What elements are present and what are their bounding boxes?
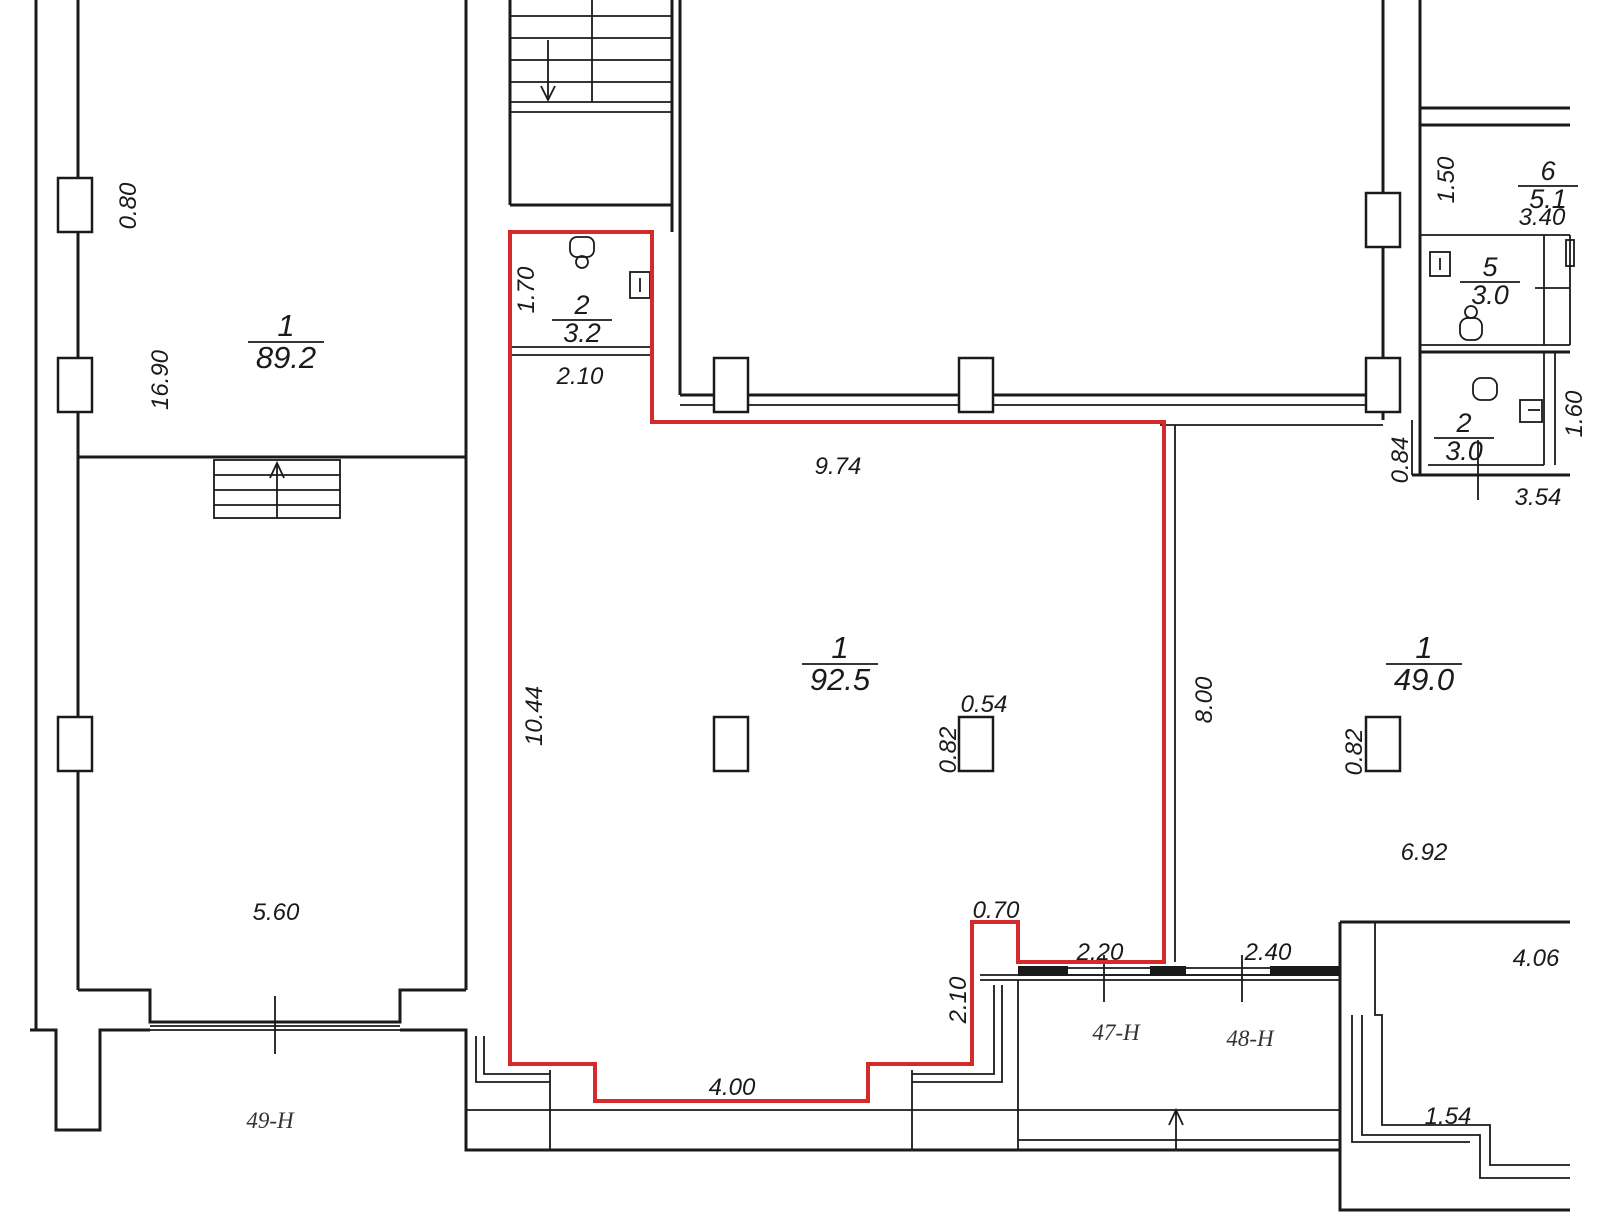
dim-label: 4.06 — [1513, 945, 1560, 972]
room-area: 3.0 — [1471, 280, 1509, 310]
dim-label: 2.10 — [556, 363, 604, 390]
unit-tag: 49-Н — [246, 1108, 295, 1133]
room-area: 89.2 — [256, 340, 316, 375]
dim-label: 0.84 — [1387, 437, 1414, 484]
wc-fixtures — [510, 236, 652, 356]
room-area: 3.0 — [1445, 436, 1483, 466]
dim-label: 0.70 — [973, 897, 1020, 924]
dim-label: 10.44 — [521, 686, 548, 746]
dim-label: 1.70 — [513, 266, 540, 313]
highlighted-unit-outline — [508, 230, 1166, 1103]
room-area: 92.5 — [810, 662, 871, 697]
dim-label: 2.20 — [1076, 939, 1124, 966]
room-label-room-92: 192.5 — [802, 630, 878, 697]
dim-label: 0.80 — [115, 182, 142, 229]
room-number: 2 — [573, 290, 589, 320]
room-number: 2 — [1455, 408, 1471, 438]
room-label-room-49: 149.0 — [1386, 630, 1462, 697]
room-label-room-6: 65.1 — [1518, 156, 1578, 214]
room-label-room-89: 189.2 — [248, 308, 324, 375]
dim-label: 9.74 — [815, 453, 862, 480]
unit-tag: 48-Н — [1226, 1026, 1275, 1051]
dim-label: 5.60 — [253, 899, 300, 926]
dim-label: 6.92 — [1401, 839, 1448, 866]
right-wc-block — [1411, 106, 1575, 500]
room-area: 5.1 — [1529, 184, 1567, 214]
dim-label: 16.90 — [147, 349, 174, 410]
dim-label: 0.54 — [961, 691, 1008, 718]
room-number: 5 — [1482, 252, 1498, 282]
columns — [56, 176, 1402, 773]
dim-label: 4.00 — [709, 1074, 756, 1101]
unit-tag: 47-Н — [1092, 1020, 1141, 1045]
dim-label: 2.40 — [1244, 939, 1292, 966]
dim-label: 3.54 — [1515, 484, 1562, 511]
room-label-room-wc-a: 23.2 — [552, 290, 612, 348]
staircase-left — [213, 459, 341, 519]
room-number: 1 — [831, 630, 848, 665]
windows-bottom — [274, 955, 1340, 1150]
room-number: 1 — [277, 308, 294, 343]
dim-label: 1.50 — [1433, 156, 1460, 203]
room-label-room-wc-b: 23.0 — [1434, 408, 1494, 466]
room-area: 3.2 — [563, 318, 601, 348]
dim-label: 0.82 — [1341, 729, 1368, 776]
dim-label: 8.00 — [1191, 676, 1218, 723]
dim-label: 1.60 — [1561, 390, 1588, 437]
dim-label: 1.54 — [1425, 1103, 1472, 1130]
staircase-top — [510, 0, 672, 113]
unit-tags: 49-Н 47-Н 48-Н — [246, 1020, 1275, 1133]
room-number: 6 — [1540, 156, 1556, 186]
walls — [30, 0, 1570, 1212]
dim-label: 2.10 — [945, 976, 972, 1024]
dim-label: 0.82 — [935, 727, 962, 774]
room-number: 1 — [1415, 630, 1432, 665]
room-label-room-5: 53.0 — [1460, 252, 1520, 310]
dim-label: 3.40 — [1519, 204, 1566, 231]
dimension-labels: 0.80 16.90 5.60 1.70 2.10 9.74 10.44 0.5… — [115, 156, 1588, 1130]
room-area: 49.0 — [1394, 662, 1454, 697]
